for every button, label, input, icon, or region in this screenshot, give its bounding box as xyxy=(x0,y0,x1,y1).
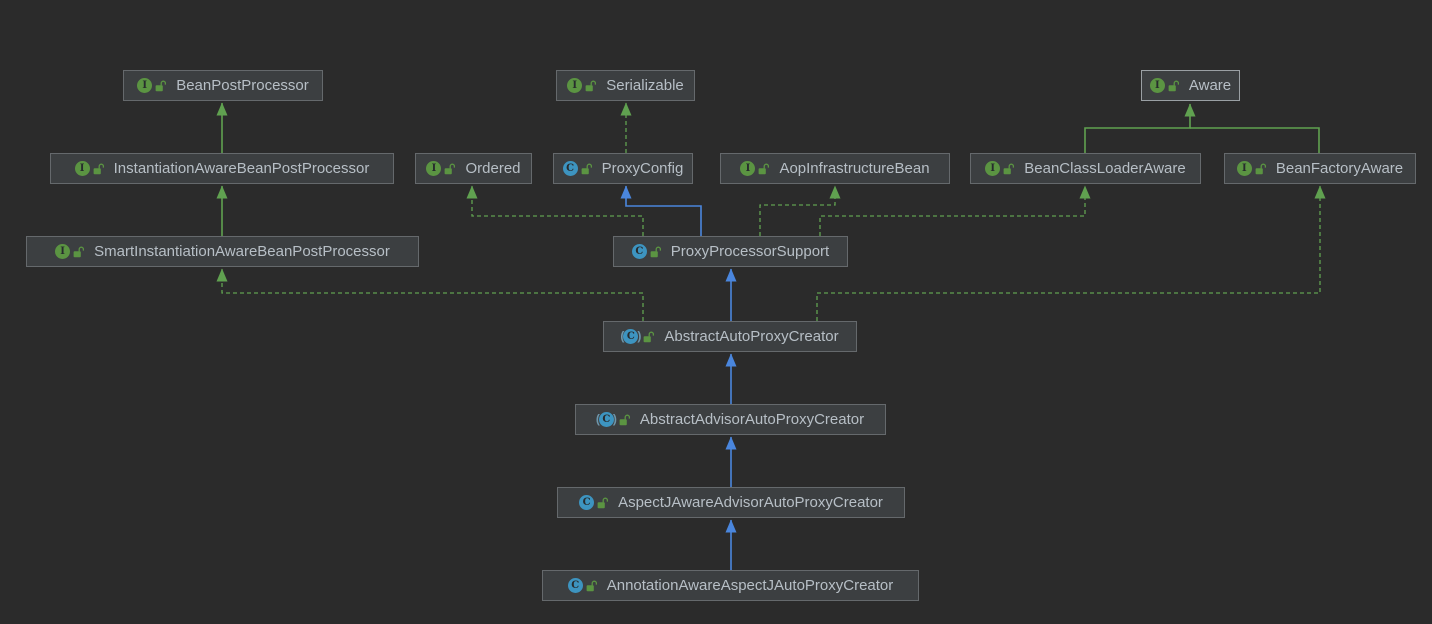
node-label: AbstractAutoProxyCreator xyxy=(664,328,839,345)
interface-icon: I xyxy=(1149,78,1165,93)
lock-icon xyxy=(73,246,85,258)
node-label: SmartInstantiationAwareBeanPostProcessor xyxy=(94,243,390,260)
node-label: ProxyConfig xyxy=(601,160,684,177)
lock-icon xyxy=(1255,163,1266,175)
node-label: AspectJAwareAdvisorAutoProxyCreator xyxy=(618,494,883,511)
lock-icon xyxy=(586,580,597,592)
node-label: InstantiationAwareBeanPostProcessor xyxy=(113,160,370,177)
node-beanpostprocessor[interactable]: I BeanPostProcessor xyxy=(123,70,323,101)
node-aware[interactable]: I Aware xyxy=(1141,70,1240,101)
class-icon: C xyxy=(631,244,647,259)
node-annotationawareaspectjautoproxycreator[interactable]: C AnnotationAwareAspectJAutoProxyCreator xyxy=(542,570,919,601)
node-label: BeanFactoryAware xyxy=(1275,160,1404,177)
edge-proxyprocessorsupport-to-beanclassloaderaware xyxy=(819,185,1091,236)
lock-icon xyxy=(581,163,592,175)
interface-icon: I xyxy=(567,78,583,93)
class-icon: C xyxy=(562,161,578,176)
edge-beanclassloaderaware-to-aware xyxy=(1084,103,1196,153)
interface-icon: I xyxy=(137,78,153,93)
lock-icon xyxy=(597,497,609,509)
class-icon: C xyxy=(567,578,583,593)
lock-icon xyxy=(444,163,456,175)
lock-icon xyxy=(1003,163,1015,175)
lock-icon xyxy=(1168,80,1179,92)
lock-icon xyxy=(619,414,630,426)
interface-icon: I xyxy=(1236,161,1252,176)
node-smartinstantiationawarebeanpostprocessor[interactable]: I SmartInstantiationAwareBeanPostProcesso… xyxy=(26,236,419,267)
node-aspectjawareadvisorautoproxycreator[interactable]: C AspectJAwareAdvisorAutoProxyCreator xyxy=(557,487,905,518)
abstract-class-icon: (C) xyxy=(595,412,617,427)
edge-abstractautoproxycreator-to-smartinstantiationawarebeanpostprocessor xyxy=(216,268,644,321)
edge-abstractautoproxycreator-to-beanfactoryaware xyxy=(816,185,1326,321)
node-proxyprocessorsupport[interactable]: C ProxyProcessorSupport xyxy=(613,236,848,267)
lock-icon xyxy=(155,80,167,92)
lock-icon xyxy=(585,80,597,92)
edge-beanfactoryaware-to-aware xyxy=(1190,127,1320,153)
node-label: AopInfrastructureBean xyxy=(779,160,930,177)
node-label: Ordered xyxy=(465,160,521,177)
lock-icon xyxy=(758,163,770,175)
node-abstractadvisorautoproxycreator[interactable]: (C) AbstractAdvisorAutoProxyCreator xyxy=(575,404,886,435)
interface-icon: I xyxy=(426,161,442,176)
node-instantiationawarebeanpostprocessor[interactable]: I InstantiationAwareBeanPostProcessor xyxy=(50,153,394,184)
edge-proxyprocessorsupport-to-ordered xyxy=(466,185,644,236)
node-label: BeanClassLoaderAware xyxy=(1024,160,1186,177)
interface-icon: I xyxy=(985,161,1001,176)
node-beanfactoryaware[interactable]: I BeanFactoryAware xyxy=(1224,153,1416,184)
node-abstractautoproxycreator[interactable]: (C) AbstractAutoProxyCreator xyxy=(603,321,857,352)
node-ordered[interactable]: I Ordered xyxy=(415,153,532,184)
node-proxyconfig[interactable]: C ProxyConfig xyxy=(553,153,693,184)
node-label: ProxyProcessorSupport xyxy=(670,243,830,260)
interface-icon: I xyxy=(74,161,90,176)
edge-proxyprocessorsupport-to-proxyconfig xyxy=(620,185,702,236)
edge-proxyprocessorsupport-to-aopinfrastructurebean xyxy=(759,185,841,236)
lock-icon xyxy=(93,163,104,175)
interface-icon: I xyxy=(740,161,756,176)
node-serializable[interactable]: I Serializable xyxy=(556,70,695,101)
node-label: BeanPostProcessor xyxy=(176,77,309,94)
class-icon: C xyxy=(579,495,595,510)
lock-icon xyxy=(650,246,661,258)
lock-icon xyxy=(643,331,655,343)
node-label: Serializable xyxy=(606,77,684,94)
node-label: Aware xyxy=(1188,77,1232,94)
node-label: AnnotationAwareAspectJAutoProxyCreator xyxy=(606,577,894,594)
node-aopinfrastructurebean[interactable]: I AopInfrastructureBean xyxy=(720,153,950,184)
node-beanclassloaderaware[interactable]: I BeanClassLoaderAware xyxy=(970,153,1201,184)
abstract-class-icon: (C) xyxy=(620,329,642,344)
interface-icon: I xyxy=(55,244,71,259)
node-label: AbstractAdvisorAutoProxyCreator xyxy=(639,411,865,428)
